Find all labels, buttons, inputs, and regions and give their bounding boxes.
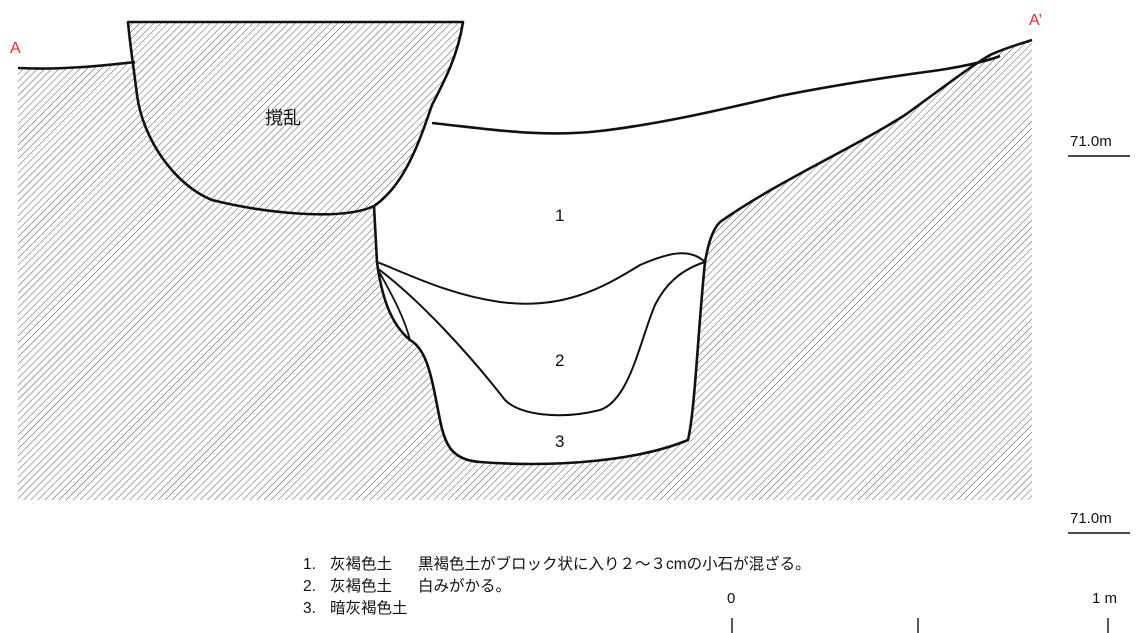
natural-ground xyxy=(18,40,1032,500)
legend-description: 白みがかる。 xyxy=(418,578,512,595)
pit-outline xyxy=(372,54,1001,466)
legend-soil-name: 暗灰褐色土 xyxy=(330,600,408,617)
elevation-label-lower: 71.0m xyxy=(1070,510,1112,527)
layer-legend: 1.灰褐色土黒褐色土がブロック状に入り２〜３cmの小石が混ざる。 2.灰褐色土白… xyxy=(303,554,811,620)
disturbance-area xyxy=(126,20,465,216)
right-ground-surface-line xyxy=(719,38,1033,224)
legend-row-2: 2. 灰褐色土 白みがかる。 xyxy=(303,576,811,598)
legend-number: 3. xyxy=(303,600,316,617)
legend-soil-name: 灰褐色土 xyxy=(330,578,393,595)
scale-start-label: 0 xyxy=(727,590,736,607)
legend-row-3: 3. 暗灰褐色土 xyxy=(303,598,811,620)
layer-boundary-2-3 xyxy=(376,261,706,417)
layer-boundary-1-2 xyxy=(376,252,706,305)
section-label-a-prime: A’ xyxy=(1029,12,1043,29)
legend-row-1: 1. 灰褐色土 黒褐色土がブロック状に入り２〜３cmの小石が混ざる。 xyxy=(303,554,811,576)
legend-soil-name: 灰褐色土 xyxy=(330,556,393,573)
ground-surface-line xyxy=(17,60,136,70)
legend-number: 1. xyxy=(303,556,316,573)
elevation-label-upper: 71.0m xyxy=(1070,133,1112,150)
section-label-a: A xyxy=(10,40,21,57)
scale-end-label: 1 m xyxy=(1092,590,1118,607)
layer-3-inner-line xyxy=(376,267,411,341)
layer-2-number: 2 xyxy=(555,351,565,370)
legend-number: 2. xyxy=(303,578,316,595)
layer-1-number: 1 xyxy=(555,206,565,225)
disturbance-label: 撹乱 xyxy=(265,108,301,128)
layer-3-number: 3 xyxy=(555,432,565,451)
legend-description: 黒褐色土がブロック状に入り２〜３cmの小石が混ざる。 xyxy=(418,556,811,573)
